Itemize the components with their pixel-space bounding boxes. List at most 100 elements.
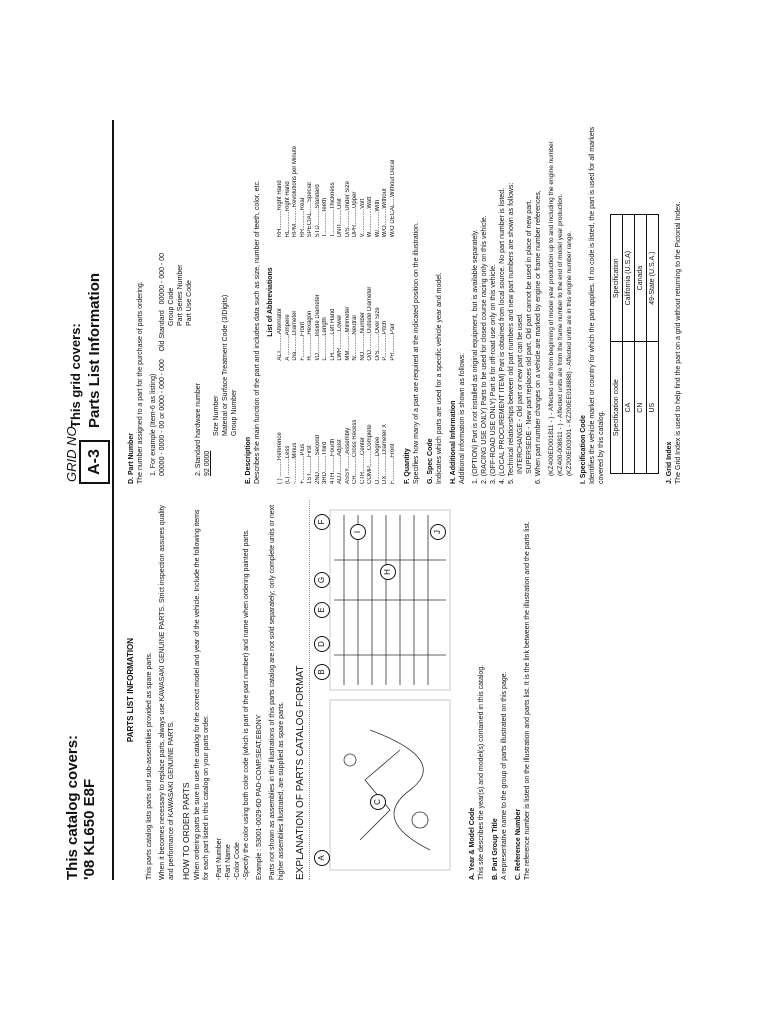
- abbreviation-entry: +...............Plus: [299, 443, 306, 484]
- example-2-code: 92 0000: [204, 450, 211, 476]
- section-j-title: J. Grid Index: [666, 441, 673, 484]
- order-item: -Color Code: [234, 842, 241, 880]
- specification-table: Specification code Specification CA Cali…: [610, 214, 659, 474]
- additional-item: 2. (RACING USE ONLY) Parts to be used fo…: [481, 215, 488, 484]
- callout-j: J: [430, 524, 446, 540]
- section-i-text: Identifies the vehicle market or country…: [589, 126, 605, 484]
- abbreviation-entry: Dia..........Diameter: [292, 310, 298, 361]
- abbreviation-entry: RPM..........Revolutions per Minute: [292, 145, 298, 238]
- spec-header-spec: Specification: [610, 214, 623, 342]
- abbreviation-entry: CTR..........Center: [359, 436, 366, 484]
- abbreviation-entry: ADJ..........Adjust: [337, 439, 343, 484]
- section-h-title: H. Additional Information: [450, 400, 457, 484]
- section-e-text: Describes the main function of the part …: [254, 180, 261, 484]
- abbreviation-entry: L.............Length: [322, 317, 328, 361]
- abbreviation-entry: LH...........Left Hand: [329, 308, 336, 361]
- section-d-text: The number assigned to a part for the pu…: [137, 281, 144, 484]
- code-range-note: (KZ400-008811 - ) - Affected units are f…: [557, 193, 564, 476]
- old-standard-label: Old Standard: [159, 310, 166, 352]
- additional-item: 1. (OPTION) Part is not installed as ori…: [472, 229, 479, 484]
- abbreviation-entry: ALT..........Alternator: [277, 308, 283, 361]
- additional-item: 4. (LOCAL PROCUREMENT ITEM) Part is obta…: [499, 187, 506, 484]
- section-e-title: E. Description: [245, 436, 252, 484]
- header-rule: [112, 120, 114, 880]
- part-number-example-1: 1. For example (Item-6 as listing) 00000…: [149, 120, 194, 476]
- section-c-text: The reference number is listed on the il…: [524, 521, 531, 880]
- callout-a: A: [314, 850, 330, 866]
- spec-header-code: Specification code: [610, 341, 623, 474]
- section-a-text: This site describes the year(s) and mode…: [478, 664, 485, 880]
- section-b-text: A representative name to the group of pa…: [501, 671, 508, 880]
- spec-value: 49-State (U.S.A.): [646, 214, 659, 342]
- section-i-title: I. Specification Code: [580, 415, 587, 484]
- abbreviation-entry: F.............Front: [299, 321, 306, 361]
- right-column: D. Part Number The number assigned to a …: [122, 120, 687, 484]
- old-standard-format: 00000 - 000 - 00: [159, 252, 166, 305]
- group-code-label: Group Code: [168, 287, 175, 326]
- part-series-label: Part Series Number: [177, 264, 184, 326]
- part-use-label: Part Use Code: [186, 280, 193, 326]
- grid-title: Parts List Information: [86, 272, 103, 428]
- order-item: -Part Number: [216, 837, 223, 880]
- additional-item: SUPERSEDE - New part replaces old part. …: [526, 199, 533, 474]
- abbreviation-entry: F..............Front: [389, 443, 396, 484]
- example-2-labels: Size Number Material or Surface Treatmen…: [212, 120, 239, 436]
- code-range-note: (KZ200E003001 - KZ200EE018888) - Affecte…: [566, 231, 573, 476]
- example-text: 53001-0029-6D PAD-COMP,SEAT,EBONY: [256, 714, 263, 847]
- abbreviation-entry: O/D..........Outside Diameter: [367, 286, 373, 361]
- abbreviation-entry: STD..........Standard: [314, 184, 321, 238]
- additional-item: 3. (OFF-ROAD USE ONLY) Part is for off-r…: [490, 264, 497, 484]
- callout-g: G: [314, 572, 330, 588]
- order-example: Example : 53001-0029-6D PAD-COMP,SEAT,EB…: [255, 500, 264, 880]
- abbreviation-entry: 3RD..........Third: [322, 441, 328, 484]
- abbreviation-entry: NO...........Number: [359, 311, 366, 361]
- abbreviation-entry: T...............Thickness: [329, 182, 336, 238]
- abbreviation-entry: H.............Hexagon: [307, 310, 313, 361]
- section-a-title: A. Year & Model Code: [469, 807, 476, 880]
- abbreviation-entry: UNIT.........Unit: [337, 198, 343, 238]
- section-g-title: G. Spec Code: [427, 438, 434, 484]
- abbreviation-entry: COMP..........Complete: [367, 424, 373, 484]
- abbreviation-entry: 4TH..........Fourth: [329, 438, 336, 484]
- abbreviation-entry: LWR..........Lower: [337, 314, 343, 361]
- abbreviation-entry: P..............Pitch: [382, 320, 388, 361]
- abbreviation-entry: W/O DECAL....Without Decal: [389, 159, 396, 238]
- abbreviations-title: List of Abbreviations: [267, 267, 274, 337]
- example-1-code: 00000 - 0000 - 00 or 0000 - 000 - 000 Ol…: [158, 120, 167, 476]
- abbreviation-entry: D..............Degree: [374, 436, 381, 484]
- abbreviation-entry: I/D..........Inside Diameter: [314, 294, 321, 361]
- section-b-title: B. Part Group Title: [492, 818, 499, 880]
- abbreviation-entry: SPECIAL......Special: [307, 182, 313, 238]
- how-to-order-title: HOW TO ORDER PARTS: [181, 782, 191, 880]
- rotated-page: This catalog covers: '08 KL650 E8F GRID …: [64, 120, 682, 880]
- section-h-text: Additional information is shown as follo…: [459, 352, 466, 484]
- additional-item: 5. Technical relationships between old p…: [508, 182, 515, 484]
- spec-code: CN: [634, 341, 647, 474]
- section-d-title: D. Part Number: [128, 433, 135, 484]
- intro-paragraph-2: When it becomes necessary to replace par…: [159, 504, 175, 880]
- spec-value: Canada: [634, 214, 647, 342]
- group-number-label: Group Number: [231, 389, 238, 436]
- spec-header-row: Specification code Specification: [610, 214, 623, 474]
- left-column: PARTS LIST INFORMATION This parts catalo…: [122, 500, 536, 880]
- abbreviations-list: ( ) ..........Reference ALT..........Alte…: [277, 120, 397, 484]
- abbreviation-entry: UPR..........Upper: [352, 191, 358, 238]
- abbreviation-entry: W/O..........Without: [382, 188, 388, 238]
- callout-c: C: [370, 794, 386, 810]
- how-to-order-text: When ordering parts be sure to use the c…: [194, 509, 210, 880]
- spec-row: CA California (U.S.A): [622, 214, 635, 474]
- order-item: -Specify the color using both color code…: [243, 529, 250, 880]
- callout-e: E: [314, 602, 330, 618]
- abbreviation-entry: -..............Minus: [292, 442, 298, 484]
- abbreviation-entry: W..............Watt: [367, 196, 373, 238]
- explanation-title: EXPLANATION OF PARTS CATALOG FORMAT: [295, 665, 306, 880]
- additional-item: INTERCHANGE - Old part or new part can b…: [517, 312, 524, 474]
- abbreviation-entry: PR...........Pair: [389, 323, 396, 361]
- additional-info-list: 1. (OPTION) Part is not installed as ori…: [471, 120, 543, 484]
- size-number-label: Size Number: [213, 395, 220, 436]
- abbreviation-entry: MM...........Millimeter: [344, 306, 351, 361]
- abbreviation-entry: DX.............Diameter X: [382, 423, 388, 484]
- abbreviation-entry: ( ) ..........Reference: [277, 432, 283, 484]
- spec-row: CN Canada: [634, 214, 647, 474]
- how-to-order-list: -Part Number -Part Name -Color Code -Spe…: [215, 500, 251, 880]
